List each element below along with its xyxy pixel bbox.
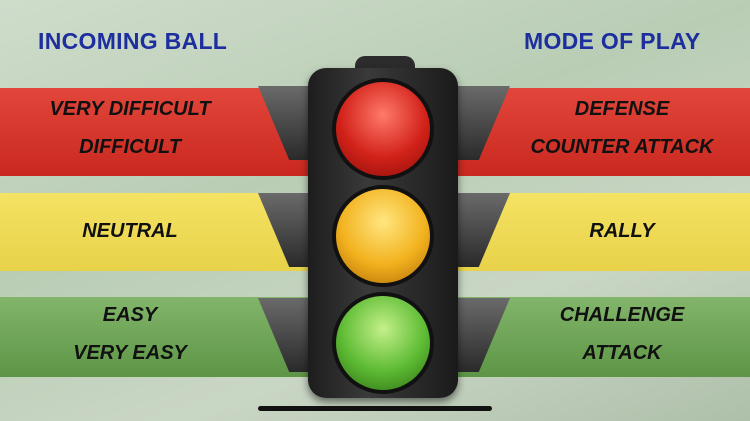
green-light-icon [332, 292, 434, 394]
label-difficult: DIFFICULT [79, 136, 181, 158]
label-very-easy: VERY EASY [73, 342, 187, 364]
traffic-light-icon [308, 68, 458, 398]
label-challenge: CHALLENGE [559, 304, 685, 326]
label-defense: DEFENSE [574, 98, 670, 120]
incoming-ball-heading: INCOMING BALL [38, 28, 228, 54]
red-light-icon [332, 78, 434, 180]
mode-of-play-heading: MODE OF PLAY [524, 28, 701, 54]
label-very-difficult: VERY DIFFICULT [49, 98, 211, 120]
label-rally: RALLY [589, 220, 655, 242]
label-easy: EASY [102, 304, 158, 326]
home-indicator[interactable] [258, 406, 492, 411]
label-counter-attack: COUNTER ATTACK [530, 136, 714, 158]
label-attack: ATTACK [582, 342, 662, 364]
yellow-light-icon [332, 185, 434, 287]
label-neutral: NEUTRAL [82, 220, 178, 242]
